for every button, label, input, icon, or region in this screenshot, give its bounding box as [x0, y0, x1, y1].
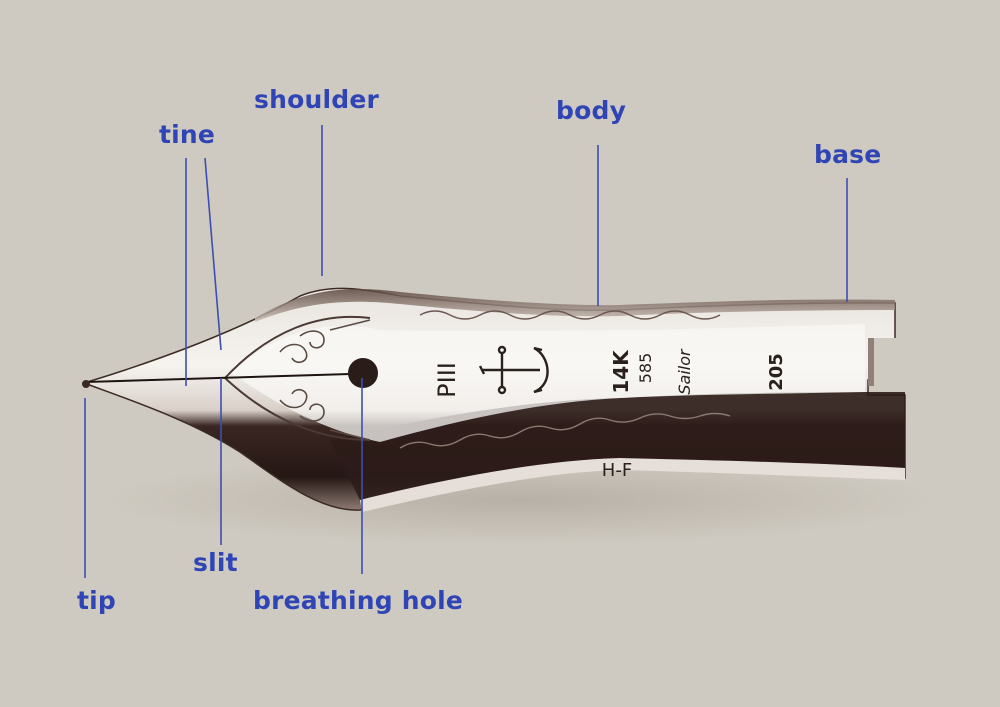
- nib-grade-stamp: H-F: [602, 460, 632, 481]
- leader-lines: [84, 125, 848, 578]
- body-band-engraving-bottom: [399, 412, 731, 449]
- label-tine: tine: [159, 120, 216, 149]
- label-slit: slit: [193, 548, 238, 577]
- label-tip: tip: [77, 586, 117, 615]
- label-shoulder: shoulder: [254, 85, 380, 114]
- fineness-stamp: 585: [636, 353, 655, 384]
- size-number-stamp: 205: [766, 353, 787, 391]
- nib-tip: [82, 380, 90, 388]
- label-breathing-hole: breathing hole: [253, 586, 464, 615]
- karat-stamp: 14K: [609, 349, 633, 394]
- nib: PIII 14K 585 Sailor 205 H-F: [81, 287, 906, 512]
- anchor-icon: [478, 345, 549, 395]
- body-band-engraving-top: [419, 310, 721, 320]
- slit-line: [85, 373, 351, 383]
- scroll-engraving: [279, 319, 371, 441]
- monogram-stamp: PIII: [433, 362, 461, 398]
- label-base: base: [814, 140, 882, 169]
- base-slot: [868, 338, 905, 386]
- breathing-hole: [348, 358, 378, 388]
- label-body: body: [556, 96, 627, 125]
- leader-tine-2: [204, 157, 222, 351]
- brand-stamp: Sailor: [675, 348, 694, 395]
